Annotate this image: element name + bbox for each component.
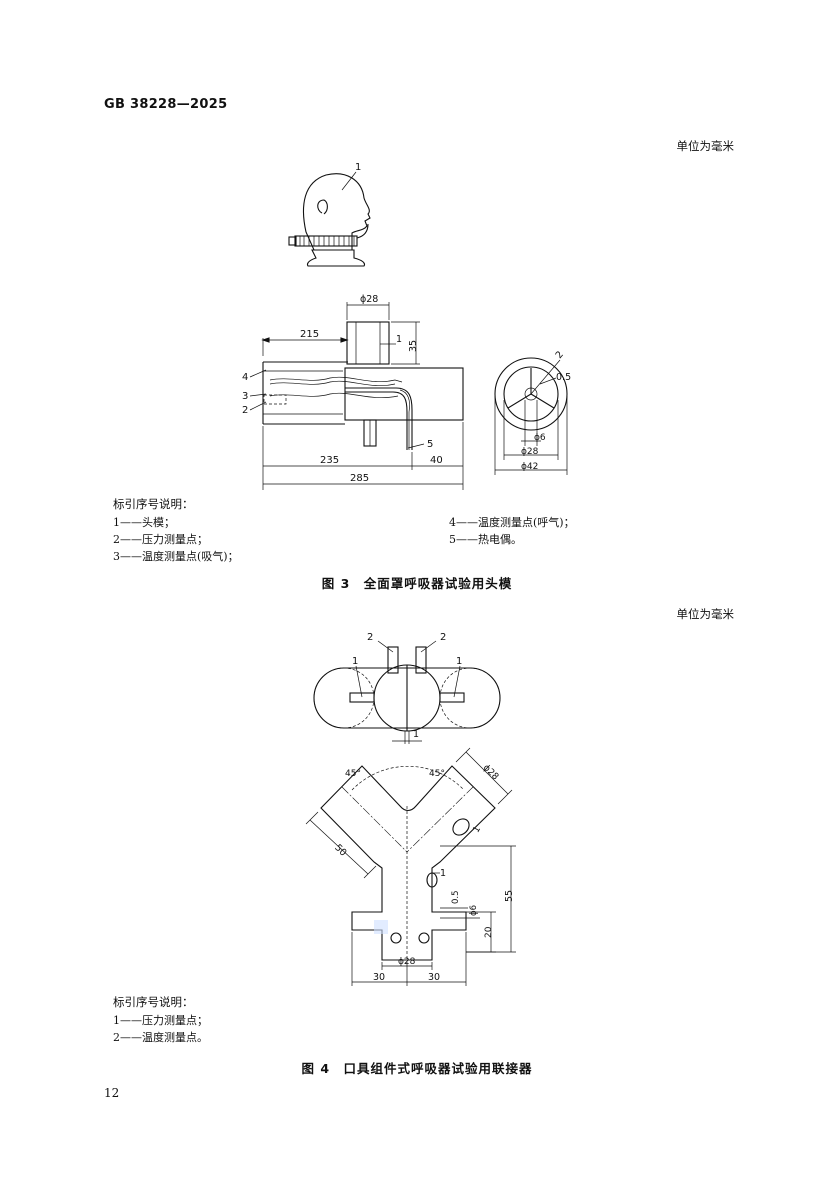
fig3-legend-item: 4——温度测量点(呼气)；	[449, 516, 575, 529]
callout-3: 3	[242, 391, 248, 402]
figure4-top-view: 2 2 1 1 1	[313, 632, 501, 744]
fig4-legend-item: 2——温度测量点。	[113, 1031, 208, 1044]
dim-phi42-end: ϕ42	[521, 462, 538, 472]
fig4-dim-1-trunk: 1	[440, 868, 446, 879]
fig4-dim-1-top: 1	[413, 729, 419, 740]
fig3-legend-item: 2——压力测量点；	[113, 533, 208, 546]
fig4-dim-phi6: ϕ6	[469, 905, 479, 916]
fig4-dim-1-arm: 1	[472, 825, 484, 835]
fig3-legend-item: 5——热电偶。	[449, 533, 522, 546]
dim-45-right: 45°	[429, 769, 445, 779]
unit-note-fig3: 单位为毫米	[676, 139, 735, 153]
callout-2-left: 2	[242, 405, 248, 416]
figure4-y-connector: 45° 45° ϕ28 50 1 1 0.5 ϕ6 20 55 ϕ28 30 3…	[305, 747, 516, 986]
callout-5: 5	[427, 439, 433, 450]
dim-1: 1	[396, 334, 402, 345]
dim-40: 40	[430, 455, 443, 466]
callout-2-end: 2	[554, 349, 566, 361]
dim-phi28-end: ϕ28	[521, 447, 539, 457]
fig4-callout-1-right: 1	[456, 656, 462, 667]
dim-0-5: 0.5	[556, 372, 571, 383]
fig3-legend-item: 3——温度测量点(吸气)；	[113, 550, 239, 563]
dim-35: 35	[408, 340, 419, 352]
head-model-illustration: 1	[288, 162, 371, 267]
fig4-dim-30-right: 30	[428, 972, 440, 983]
callout-1-head: 1	[355, 162, 361, 173]
figure3-section-drawing: 215 ϕ28 35 1 235 40 285 4 3 2 5 2 0.5 ϕ6…	[242, 294, 571, 490]
fig4-dim-20: 20	[484, 926, 494, 938]
dim-50: 50	[332, 842, 348, 858]
fig4-dim-55: 55	[504, 890, 515, 902]
fig3-legend-title: 标引序号说明：	[113, 497, 194, 511]
unit-note-fig4: 单位为毫米	[676, 607, 735, 621]
fig4-legend-title: 标引序号说明：	[113, 995, 194, 1009]
page-number: 12	[104, 1086, 120, 1100]
dim-45-left: 45°	[345, 769, 361, 779]
standard-number: GB 38228—2025	[104, 97, 228, 112]
fig4-callout-2-left: 2	[367, 632, 373, 643]
fig3-legend-item: 1——头模；	[113, 516, 175, 529]
dim-285: 285	[350, 473, 369, 484]
dim-phi6-end: ϕ6	[534, 433, 546, 443]
figure4-caption: 图 4 口具组件式呼吸器试验用联接器	[301, 1061, 533, 1076]
fig4-callout-2-right: 2	[440, 632, 446, 643]
watermark-mark	[374, 920, 388, 934]
dim-235: 235	[320, 455, 339, 466]
fig4-dim-0-5: 0.5	[451, 890, 461, 904]
fig4-dim-30-left: 30	[373, 972, 385, 983]
fig4-callout-1-left: 1	[352, 656, 358, 667]
callout-4: 4	[242, 372, 248, 383]
dim-phi28-top: ϕ28	[360, 294, 378, 305]
fig4-legend-item: 1——压力测量点；	[113, 1014, 208, 1027]
figure3-caption: 图 3 全面罩呼吸器试验用头模	[321, 576, 513, 591]
dim-215: 215	[300, 329, 319, 340]
dim-phi28-arm: ϕ28	[481, 763, 501, 783]
